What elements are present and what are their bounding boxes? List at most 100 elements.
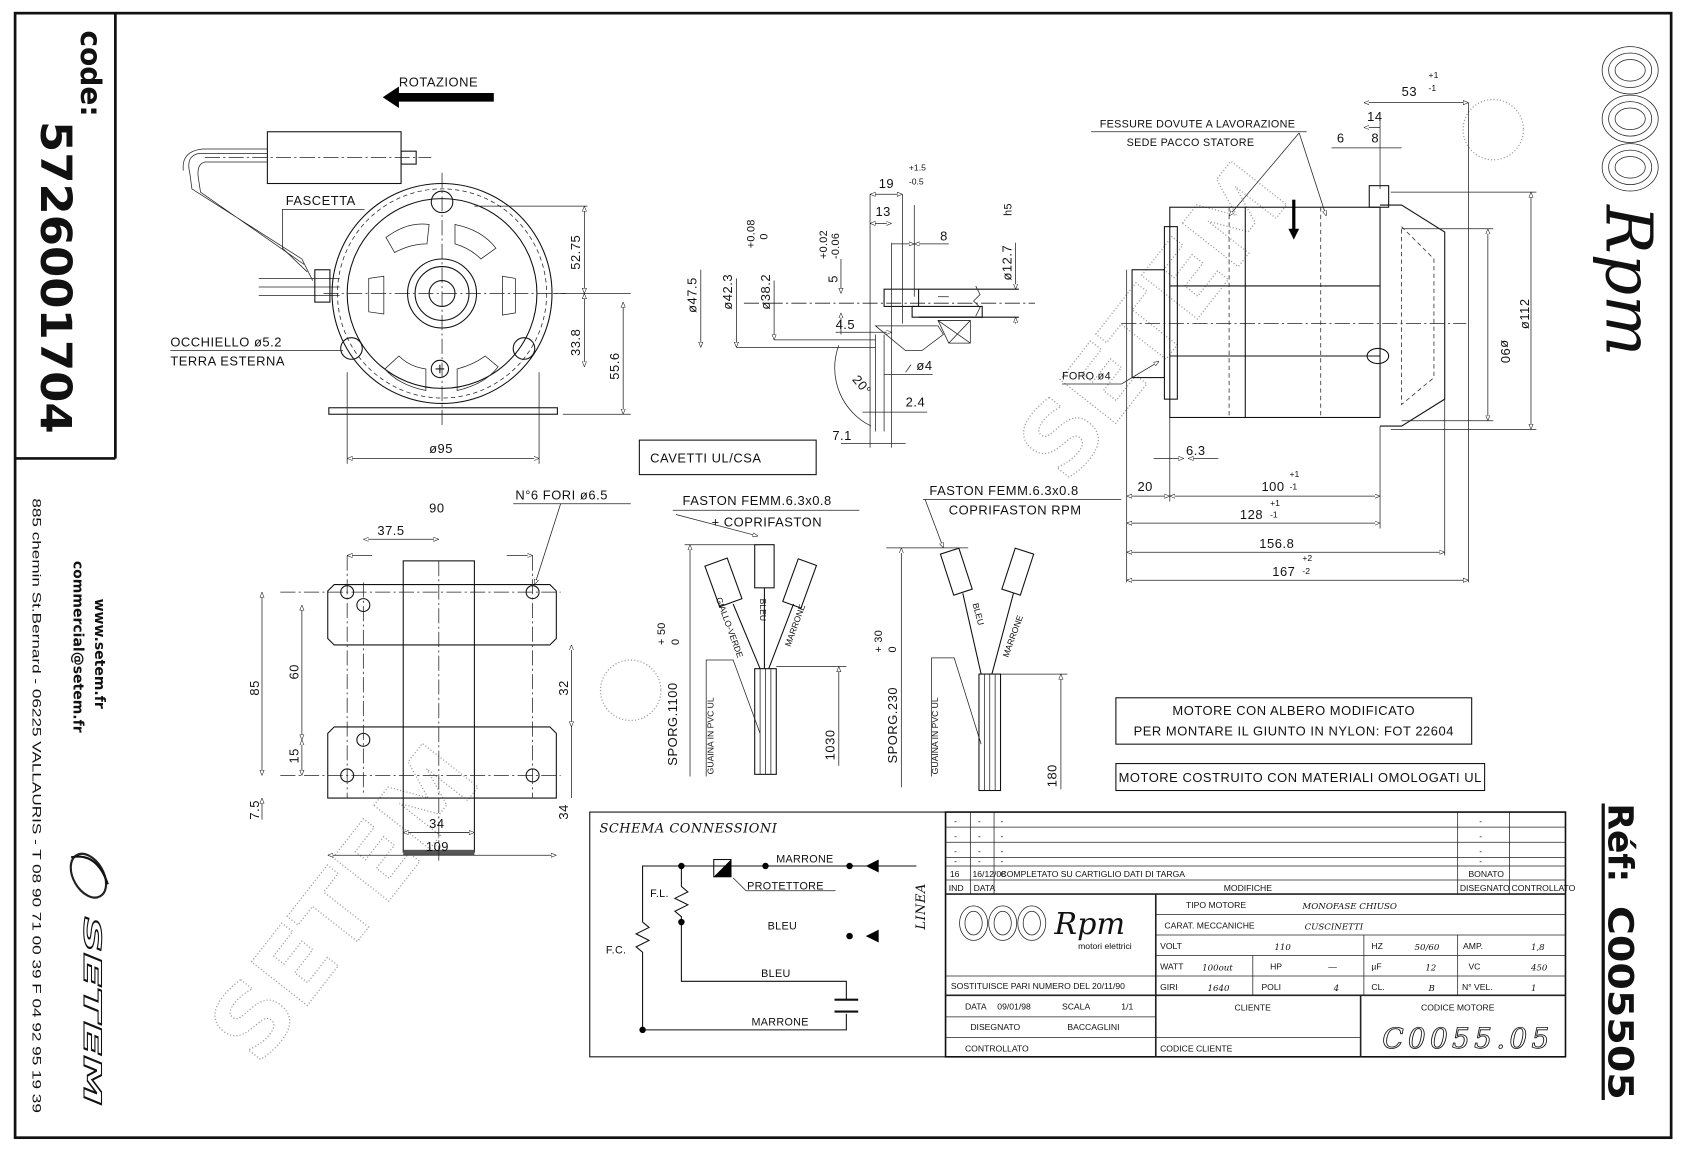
svg-text:N° VEL.: N° VEL. <box>1462 982 1493 992</box>
motor-code: C0055.05 <box>1382 1022 1549 1055</box>
ref-value: C005505 <box>1600 906 1640 1100</box>
svg-text:PROTETTORE: PROTETTORE <box>747 881 824 893</box>
svg-text:8: 8 <box>1371 131 1379 146</box>
svg-text:h5: h5 <box>1002 203 1014 216</box>
svg-text:60: 60 <box>287 664 302 679</box>
svg-text:+0.02: +0.02 <box>818 230 830 259</box>
svg-text:37.5: 37.5 <box>377 523 404 538</box>
side-notes: FESSURE DOVUTE A LAVORAZIONE SEDE PACCO … <box>1062 118 1326 385</box>
svg-text:ø112: ø112 <box>1517 298 1532 329</box>
svg-text:+2: +2 <box>1302 553 1312 563</box>
rpm-logo-text: Rpm <box>1590 204 1665 356</box>
note-albero: MOTORE CON ALBERO MODIFICATO PER MONTARE… <box>1115 697 1473 745</box>
svg-text:F.L.: F.L. <box>650 888 669 900</box>
svg-text:5: 5 <box>826 275 841 283</box>
svg-text:110: 110 <box>1274 943 1291 953</box>
svg-text:motori elettrici: motori elettrici <box>1078 941 1132 951</box>
svg-text:33.8: 33.8 <box>568 329 583 356</box>
svg-text:20: 20 <box>1137 479 1152 494</box>
svg-text:+1.5: +1.5 <box>909 163 926 173</box>
svg-text:0: 0 <box>670 639 682 645</box>
svg-text:BLEU: BLEU <box>971 602 986 626</box>
svg-text:MONOFASE CHIUSO: MONOFASE CHIUSO <box>1301 902 1397 912</box>
svg-text:LINEA: LINEA <box>914 883 929 930</box>
drawing-frame <box>13 11 1673 1140</box>
company-info: www.setem.fr commercial@setem.fr 885 che… <box>29 498 109 1113</box>
svg-text:+1: +1 <box>1289 469 1299 479</box>
svg-text:450: 450 <box>1530 964 1548 974</box>
svg-text:CONTROLLATO: CONTROLLATO <box>1512 883 1576 893</box>
svg-text:ø95: ø95 <box>429 441 453 456</box>
code-value: 5726001704 <box>30 121 80 434</box>
revision-row: 16 16/12/08 COMPLETATO SU CARTIGLIO DATI… <box>950 869 1504 879</box>
code-label: code: <box>74 30 107 116</box>
svg-text:52.75: 52.75 <box>568 235 583 270</box>
svg-text:DATA: DATA <box>965 1001 987 1011</box>
svg-text:F.C.: F.C. <box>606 944 626 956</box>
svg-text:SETEM: SETEM <box>78 917 106 1107</box>
svg-text:100: 100 <box>1261 479 1284 494</box>
svg-text:SEDE PACCO STATORE: SEDE PACCO STATORE <box>1127 137 1255 149</box>
svg-text:6.3: 6.3 <box>1186 443 1206 458</box>
rpm-logo: Rpm <box>1590 46 1665 356</box>
svg-text:TIPO MOTORE: TIPO MOTORE <box>1186 900 1246 910</box>
svg-text:HP: HP <box>1270 961 1282 971</box>
svg-text:ø12.7: ø12.7 <box>999 245 1014 281</box>
svg-text:-1: -1 <box>1429 83 1437 93</box>
svg-text:20°: 20° <box>849 372 874 398</box>
svg-text:1/1: 1/1 <box>1121 1001 1133 1011</box>
svg-text:GUAINA IN PVC UL: GUAINA IN PVC UL <box>706 697 716 774</box>
svg-text:+ COPRIFASTON: + COPRIFASTON <box>712 514 823 529</box>
svg-text:6: 6 <box>1337 131 1345 146</box>
side-view: FESSURE DOVUTE A LAVORAZIONE SEDE PACCO … <box>1062 70 1537 583</box>
svg-text:2.4: 2.4 <box>906 395 926 410</box>
svg-text:POLI: POLI <box>1261 982 1281 992</box>
svg-text:0: 0 <box>759 233 771 239</box>
svg-text:SPORG.1100: SPORG.1100 <box>665 682 680 765</box>
svg-text:7.1: 7.1 <box>832 428 852 443</box>
wire-harness-a: FASTON FEMM.6.3x0.8 + COPRIFASTON GIALLO… <box>656 493 860 777</box>
svg-text:BLEU: BLEU <box>758 599 768 622</box>
svg-text:-: - <box>954 846 957 856</box>
svg-text:TERRA ESTERNA: TERRA ESTERNA <box>170 354 285 369</box>
svg-text:0: 0 <box>887 646 899 652</box>
svg-text:-: - <box>1479 816 1482 826</box>
svg-text:4.5: 4.5 <box>836 317 856 332</box>
svg-text:-: - <box>978 831 981 841</box>
company-website: www.setem.fr <box>91 599 107 709</box>
fascetta-label: FASCETTA <box>282 193 365 273</box>
svg-text:85: 85 <box>247 680 262 695</box>
svg-text:100out: 100out <box>1202 964 1233 974</box>
svg-text:DATA: DATA <box>974 883 996 893</box>
svg-text:ø42.3: ø42.3 <box>720 274 735 310</box>
svg-text:-: - <box>954 831 957 841</box>
svg-text:1640: 1640 <box>1208 984 1230 994</box>
svg-text:15: 15 <box>287 748 302 763</box>
svg-text:FASTON FEMM.6.3x0.8: FASTON FEMM.6.3x0.8 <box>929 483 1078 498</box>
svg-text:109: 109 <box>426 839 449 854</box>
svg-text:16/12/08: 16/12/08 <box>972 869 1006 879</box>
svg-text:1030: 1030 <box>822 729 837 760</box>
svg-text:COPRIFASTON RPM: COPRIFASTON RPM <box>949 503 1082 518</box>
connection-schema: SCHEMA CONNESSIONI MARRONE PROTETTORE BL… <box>589 811 947 1058</box>
svg-text:16: 16 <box>950 869 960 879</box>
svg-text:WATT: WATT <box>1160 961 1184 971</box>
svg-text:VOLT: VOLT <box>1160 941 1183 951</box>
setem-logo: SETEM <box>69 852 109 1107</box>
svg-text:MOTORE CON ALBERO MODIFICATO: MOTORE CON ALBERO MODIFICATO <box>1172 703 1415 718</box>
svg-text:+1: +1 <box>1270 498 1280 508</box>
company-email: commercial@setem.fr <box>69 561 85 733</box>
svg-text:-1: -1 <box>1270 510 1278 520</box>
svg-text:-: - <box>1001 831 1004 841</box>
ref-label: Réf: <box>1600 803 1640 882</box>
svg-text:MODIFICHE: MODIFICHE <box>1224 883 1273 893</box>
svg-text:34: 34 <box>556 804 571 819</box>
svg-text:BLEU: BLEU <box>761 968 790 980</box>
svg-text:12: 12 <box>1425 964 1436 974</box>
svg-text:-0.5: -0.5 <box>909 177 924 187</box>
revision-rows: - - - - - - - - - - - - - - - - <box>949 816 1576 893</box>
svg-text:ø47.5: ø47.5 <box>684 277 699 313</box>
svg-text:55.6: 55.6 <box>607 352 622 379</box>
reference: Réf: C005505 <box>1600 803 1640 1100</box>
